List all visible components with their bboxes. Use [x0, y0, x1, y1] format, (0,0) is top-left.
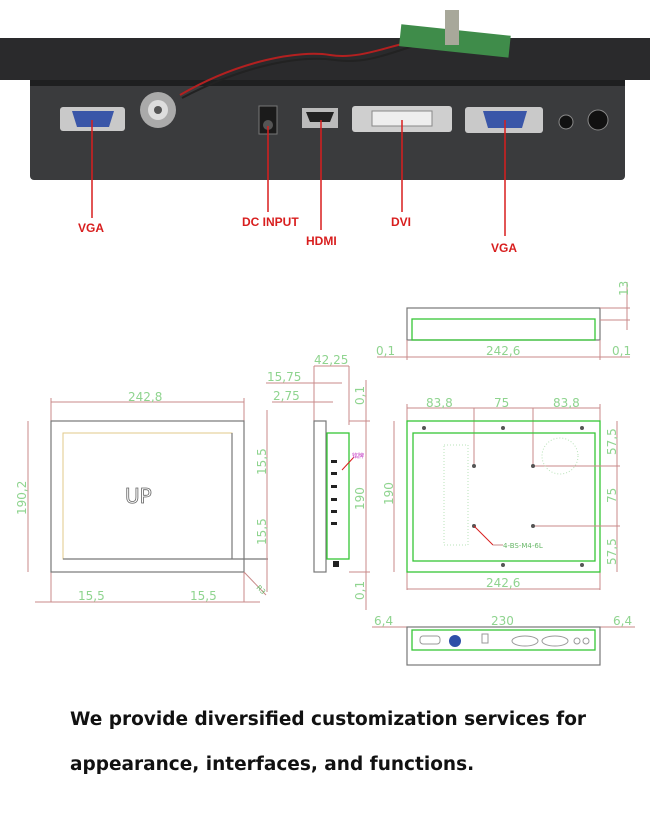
dvi-port: [352, 106, 452, 132]
audio-jack-1: [558, 114, 574, 130]
dim-front-height: 190,2: [15, 481, 29, 515]
io-panel-photo: VGA DC INPUT HDMI DVI VGA: [0, 10, 650, 255]
label-dvi: DVI: [391, 215, 411, 229]
side-view-drawing: 42,25 15,75 2,75 0,1 190 0,1 铭牌: [266, 353, 370, 610]
caption-line-2: appearance, interfaces, and functions.: [70, 754, 475, 775]
bottom-view-drawing: 6,4 230 6,4: [372, 614, 635, 666]
label-dc-input: DC INPUT: [242, 215, 299, 229]
label-vga-left: VGA: [78, 221, 104, 235]
vga-port-right: [465, 107, 543, 133]
bnc-connector: [140, 92, 176, 128]
back-view-drawing: 83,8 75 83,8 190 57,5 75 57,5 4-BS-M4-6L…: [382, 396, 620, 590]
dim-top-right-gap: 0,1: [612, 344, 631, 358]
dim-bezel-right: 15,5: [190, 589, 217, 603]
dim-back-v-top: 57,5: [605, 428, 619, 455]
dim-back-height: 190: [382, 482, 396, 505]
dim-back-width: 242,6: [486, 576, 520, 590]
dim-back-right: 83,8: [553, 396, 580, 410]
dim-side-height: 190: [353, 487, 367, 510]
dim-back-v-mid: 75: [605, 488, 619, 503]
audio-jack-2: [587, 109, 609, 131]
dim-bezel-top: 15,5: [255, 448, 269, 475]
dim-back-v-bottom: 57,5: [605, 538, 619, 565]
nameplate-note: 铭牌: [352, 452, 364, 460]
dim-side-top-gap: 0,1: [353, 386, 367, 405]
dim-top-thickness: 13: [617, 281, 631, 296]
dim-top-width: 242,6: [486, 344, 520, 358]
top-view-drawing: 242,6 0,1 0,1 13: [376, 281, 631, 360]
screw-note: 4-BS-M4-6L: [503, 542, 543, 550]
dc-input-port: [258, 105, 278, 135]
up-mark: UP: [125, 484, 152, 508]
dim-back-left: 83,8: [426, 396, 453, 410]
dim-bottom-left: 6,4: [374, 614, 393, 628]
label-vga-right: VGA: [491, 241, 517, 255]
hdmi-port: [302, 108, 338, 128]
dim-side-depth: 42,25: [314, 353, 348, 367]
front-view-drawing: 242,8 190,2 15,5 15,5 15,5 15,5 UP R3: [15, 390, 269, 603]
dim-back-middle: 75: [494, 396, 509, 410]
caption-line-1: We provide diversified customization ser…: [70, 709, 587, 730]
dim-bezel-bottom: 15,5: [255, 518, 269, 545]
label-hdmi: HDMI: [306, 234, 337, 248]
dim-bezel-left: 15,5: [78, 589, 105, 603]
dim-top-left-gap: 0,1: [376, 344, 395, 358]
dim-side-d2: 2,75: [273, 389, 300, 403]
vga-port-left: [60, 107, 125, 131]
dim-bottom-width: 230: [491, 614, 514, 628]
dim-front-width: 242,8: [128, 390, 162, 404]
dim-bottom-right: 6,4: [613, 614, 632, 628]
dim-side-d1: 15,75: [267, 370, 301, 384]
dim-side-bottom-gap: 0,1: [353, 581, 367, 600]
